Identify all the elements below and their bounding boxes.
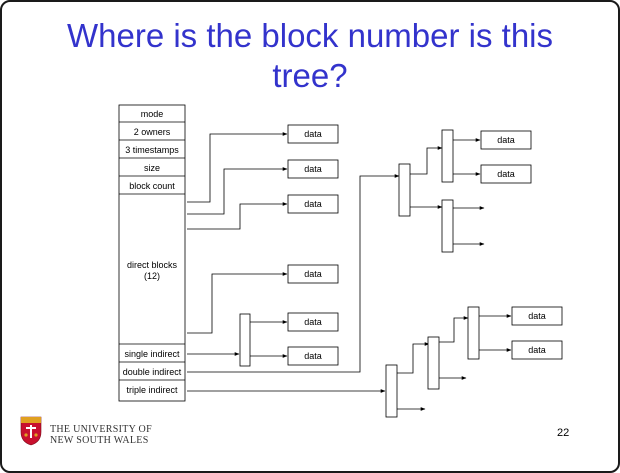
data-block: data xyxy=(480,164,532,184)
single-indirect-pointers xyxy=(187,320,288,358)
triple-indirect-level2-block xyxy=(427,336,440,390)
title-line-2: tree? xyxy=(272,57,348,94)
data-block: data xyxy=(287,346,339,366)
triple-indirect-level1-block xyxy=(385,364,398,418)
data-block-label: data xyxy=(304,129,322,139)
inode-box: mode 2 owners 3 timestamps size block co… xyxy=(118,104,186,402)
inode-field-single-indirect: single indirect xyxy=(124,349,180,359)
data-block: data xyxy=(287,124,339,144)
inode-field-size: size xyxy=(144,163,160,173)
data-block: data xyxy=(287,264,339,284)
data-block-label: data xyxy=(304,164,322,174)
inode-field-mode: mode xyxy=(141,109,164,119)
data-block-label: data xyxy=(497,135,515,145)
data-block: data xyxy=(287,194,339,214)
direct-pointers xyxy=(187,132,288,334)
data-block: data xyxy=(287,159,339,179)
single-indirect-block xyxy=(239,313,251,367)
data-block-label: data xyxy=(304,199,322,209)
unsw-crest-icon xyxy=(20,416,42,446)
double-indirect-level1-block xyxy=(398,163,411,217)
data-block-label: data xyxy=(304,351,322,361)
inode-direct-blocks-count: (12) xyxy=(144,271,160,281)
slide-number: 22 xyxy=(557,427,570,439)
triple-indirect-level3-block xyxy=(467,306,480,360)
data-block-label: data xyxy=(528,311,546,321)
inode-field-block-count: block count xyxy=(129,181,175,191)
university-name-line-2: NEW SOUTH WALES xyxy=(50,435,149,446)
inode-direct-blocks-label: direct blocks xyxy=(127,260,178,270)
triple-indirect-pointers xyxy=(187,314,512,411)
double-indirect-level2-block-b xyxy=(441,199,454,253)
university-name: THE UNIVERSITY OF NEW SOUTH WALES xyxy=(50,424,152,446)
double-indirect-pointers xyxy=(187,138,485,373)
data-block-label: data xyxy=(528,345,546,355)
data-block: data xyxy=(480,130,532,150)
title-line-1: Where is the block number is this xyxy=(66,17,554,54)
data-block: data xyxy=(511,306,563,326)
double-indirect-level2-block-a xyxy=(441,129,454,183)
university-name-line-1: THE UNIVERSITY OF xyxy=(50,424,152,435)
data-block-label: data xyxy=(497,169,515,179)
inode-field-timestamps: 3 timestamps xyxy=(125,145,179,155)
inode-field-triple-indirect: triple indirect xyxy=(126,385,178,395)
inode-field-double-indirect: double indirect xyxy=(123,367,182,377)
inode-field-owners: 2 owners xyxy=(134,127,171,137)
data-block-label: data xyxy=(304,317,322,327)
data-block-label: data xyxy=(304,269,322,279)
data-block: data xyxy=(287,312,339,332)
slide-title: Where is the block number is this tree? xyxy=(2,16,618,96)
data-block: data xyxy=(511,340,563,360)
